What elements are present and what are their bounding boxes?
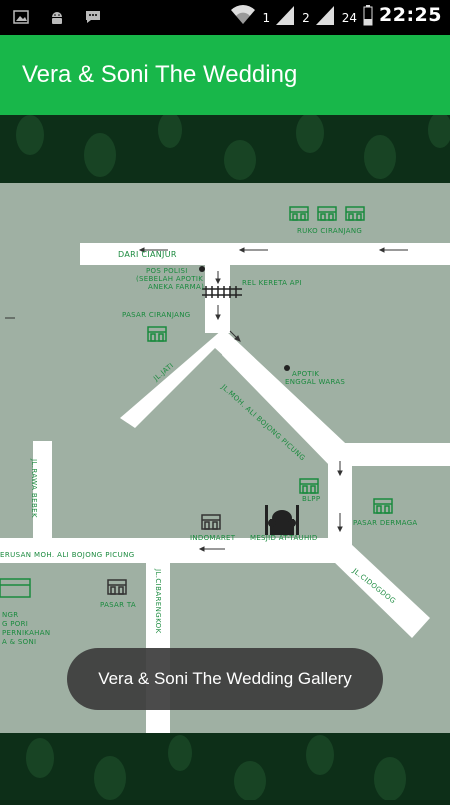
label-mesjid: MESJID AT-TAUHID bbox=[250, 534, 318, 542]
label-pasar-ciranjang: PASAR CIRANJANG bbox=[122, 311, 191, 319]
sim2-label: 2 bbox=[302, 11, 310, 25]
android-icon bbox=[52, 12, 62, 24]
background-pattern-top bbox=[0, 112, 450, 183]
background-pattern-bottom bbox=[0, 733, 450, 801]
label-rel: REL KERETA API bbox=[242, 279, 302, 287]
road-cidogdog bbox=[330, 543, 430, 638]
label-apotik-2: ENGGAL WARAS bbox=[285, 378, 346, 386]
mosque-icon bbox=[265, 505, 299, 535]
label-rawa-bebek: JL.RAWA BEBEK bbox=[30, 459, 38, 518]
building-icons-dark bbox=[107, 514, 221, 595]
location-map[interactable]: RUKO CIRANJANG DARI CIANJUR POS POLISI (… bbox=[0, 183, 450, 733]
road-rawa-bebek bbox=[33, 441, 52, 538]
bbm-icon bbox=[86, 11, 100, 23]
wifi-icon bbox=[231, 5, 256, 24]
label-ruko: RUKO CIRANJANG bbox=[297, 227, 363, 235]
label-venue-3: PERNIKAHAN bbox=[2, 629, 51, 637]
label-pasar-ta: PASAR TA bbox=[100, 601, 136, 609]
road-moh-ali bbox=[222, 333, 450, 466]
label-terusan: ERUSAN MOH. ALI BOJONG PICUNG bbox=[0, 551, 135, 559]
battery-level: 24 bbox=[341, 11, 358, 25]
label-indomaret: INDOMARET bbox=[190, 534, 236, 542]
road-vertical-top bbox=[205, 265, 230, 333]
label-pos-polisi-2: (SEBELAH APOTIK bbox=[136, 275, 204, 283]
label-pasar-dermaga: PASAR DERMAGA bbox=[353, 519, 418, 527]
label-venue-1: NGR bbox=[2, 611, 19, 619]
building-icons bbox=[0, 206, 393, 598]
app-title: Vera & Soni The Wedding bbox=[22, 61, 298, 88]
road-terusan bbox=[0, 538, 345, 563]
status-bar: 1 2 24 22:25 bbox=[0, 0, 450, 35]
rail-crossing bbox=[202, 286, 242, 298]
label-cibarengkok: JL.CIBARENGKOK bbox=[154, 569, 162, 634]
pos-polisi-pin bbox=[199, 266, 205, 272]
clock: 22:25 bbox=[379, 4, 442, 26]
label-blpp: BLPP bbox=[302, 495, 321, 503]
label-pos-polisi-1: POS POLISI bbox=[146, 267, 188, 275]
toast-message: Vera & Soni The Wedding Gallery bbox=[67, 648, 383, 710]
road-vertical-right bbox=[328, 453, 352, 563]
battery-icon bbox=[363, 5, 373, 26]
road-dari-cianjur bbox=[80, 243, 450, 265]
label-dari-cianjur: DARI CIANJUR bbox=[118, 250, 177, 259]
label-pos-polisi-3: ANEKA FARMA) bbox=[148, 283, 205, 291]
label-apotik-1: APOTIK bbox=[292, 370, 320, 378]
image-icon bbox=[13, 10, 29, 24]
direction-arrows bbox=[5, 247, 408, 552]
sim1-label: 1 bbox=[262, 11, 271, 25]
apotik-pin bbox=[284, 365, 290, 371]
app-bar: Vera & Soni The Wedding bbox=[0, 35, 450, 115]
signal-icon bbox=[276, 6, 295, 25]
signal-icon bbox=[315, 6, 334, 25]
label-venue-4: A & SONI bbox=[2, 638, 37, 646]
label-venue-2: G PORI bbox=[2, 620, 29, 628]
